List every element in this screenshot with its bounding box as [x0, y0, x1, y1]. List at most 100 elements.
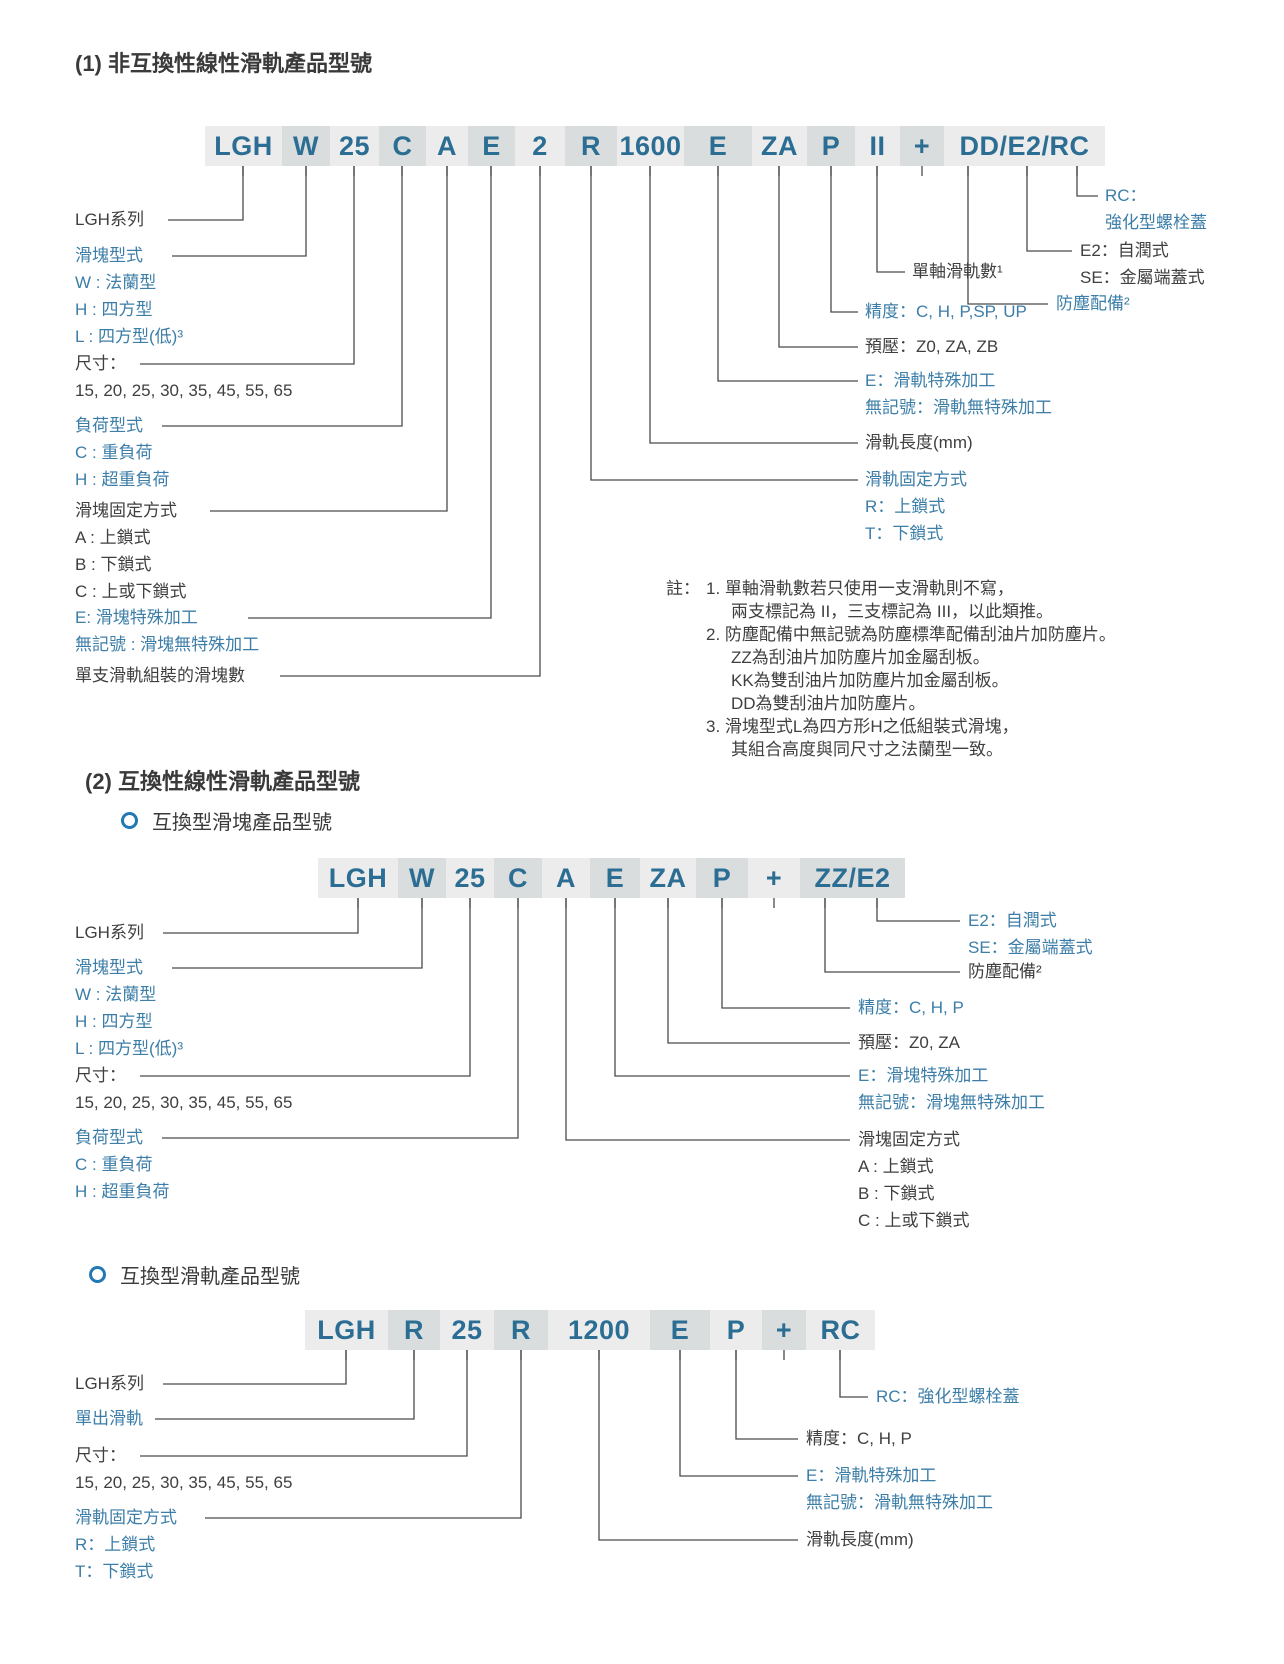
subsection-title-rail-model: 互換型滑軌產品型號	[120, 1266, 300, 1288]
series-label: LGH系列	[75, 1374, 144, 1393]
code-segment: LGH	[305, 1310, 388, 1350]
rc-label: RC：	[1105, 186, 1147, 205]
block-special-option: 無記號：滑塊無特殊加工	[858, 1093, 1045, 1112]
code-segment: W	[282, 126, 330, 166]
precision-label: 精度：C, H, P	[806, 1429, 912, 1448]
subsection-title-block-model: 互換型滑塊產品型號	[152, 812, 332, 834]
load-type-label: 負荷型式	[75, 1128, 143, 1147]
block-type-option: W : 法蘭型	[75, 985, 157, 1004]
code-segment: 1600	[617, 126, 684, 166]
code-segment: W	[398, 858, 446, 898]
circle-bullet-icon	[121, 812, 138, 829]
code-segment: +	[762, 1310, 806, 1350]
block-fixing-option: A : 上鎖式	[75, 528, 151, 547]
section-1-heading: (1) 非互換性線性滑軌產品型號	[75, 51, 373, 76]
note-line: 其組合高度與同尺寸之法蘭型一致。	[731, 740, 1003, 759]
size-options: 15, 20, 25, 30, 35, 45, 55, 65	[75, 1473, 293, 1492]
se-option: SE：金屬端蓋式	[968, 938, 1093, 957]
block-fixing-option: B : 下鎖式	[858, 1184, 935, 1203]
rail-length-label: 滑軌長度(mm)	[865, 433, 973, 452]
code-segment: 25	[440, 1310, 494, 1350]
rail-fixing-label: 滑軌固定方式	[75, 1508, 177, 1527]
series-label: LGH系列	[75, 210, 144, 229]
code-segment: P	[807, 126, 855, 166]
block-special-option: 無記號 : 滑塊無特殊加工	[75, 635, 260, 654]
dust-protection-label: 防塵配備²	[968, 962, 1042, 981]
single-rail-label: 單出滑軌	[75, 1409, 143, 1428]
code-segment: E	[590, 858, 640, 898]
circle-bullet-icon	[89, 1266, 106, 1283]
bar2-ticks	[357, 898, 878, 908]
code-segment: E	[650, 1310, 710, 1350]
block-type-option: L : 四方型(低)³	[75, 327, 183, 346]
code-segment: 25	[446, 858, 494, 898]
e2-option: E2：自潤式	[1080, 241, 1169, 260]
preload-label: 預壓：Z0, ZA	[858, 1033, 961, 1052]
rail-fixing-label: 滑軌固定方式	[865, 470, 967, 489]
note-line: 2. 防塵配備中無記號為防塵標準配備刮油片加防塵片。	[706, 625, 1116, 644]
code-segment: C	[494, 858, 542, 898]
code-segment: DD/E2/RC	[944, 126, 1105, 166]
code-segment: R	[494, 1310, 548, 1350]
code-segment: LGH	[205, 126, 282, 166]
block-type-option: H : 四方型	[75, 300, 153, 319]
size-label: 尺寸：	[75, 354, 126, 373]
size-options: 15, 20, 25, 30, 35, 45, 55, 65	[75, 1093, 293, 1112]
note-line: 1. 單軸滑軌數若只使用一支滑軌則不寫，	[706, 579, 1014, 598]
load-type-option: H : 超重負荷	[75, 1182, 170, 1201]
rail-fixing-option: R：上鎖式	[865, 497, 946, 516]
note-line: ZZ為刮油片加防塵片加金屬刮板。	[731, 648, 990, 667]
rc-label: RC：強化型螺栓蓋	[876, 1387, 1020, 1406]
rail-fixing-option: T：下鎖式	[865, 524, 944, 543]
precision-label: 精度：C, H, P	[858, 998, 964, 1017]
rail-length-label: 滑軌長度(mm)	[806, 1530, 914, 1549]
rail-fixing-option: R：上鎖式	[75, 1535, 156, 1554]
code-segment: R	[565, 126, 617, 166]
code-segment: C	[379, 126, 426, 166]
rail-fixing-option: T：下鎖式	[75, 1562, 154, 1581]
load-type-label: 負荷型式	[75, 416, 143, 435]
code-segment: ZA	[640, 858, 696, 898]
block-count-label: 單支滑軌組裝的滑塊數	[75, 666, 245, 685]
code-segment: P	[710, 1310, 762, 1350]
code-segment: 2	[515, 126, 565, 166]
rail-special-option: 無記號：滑軌無特殊加工	[806, 1493, 993, 1512]
code-segment: ZZ/E2	[800, 858, 905, 898]
code-segment: R	[388, 1310, 440, 1350]
dust-protection-label: 防塵配備²	[1056, 294, 1130, 313]
block-fixing-label: 滑塊固定方式	[75, 501, 177, 520]
code-segment: LGH	[318, 858, 398, 898]
block-fixing-option: C : 上或下鎖式	[858, 1211, 970, 1230]
code-segment: 25	[330, 126, 379, 166]
block-type-option: H : 四方型	[75, 1012, 153, 1031]
bar3-ticks	[345, 1350, 841, 1360]
notes-tag: 註：	[666, 579, 700, 598]
block-fixing-label: 滑塊固定方式	[858, 1130, 960, 1149]
size-label: 尺寸：	[75, 1446, 126, 1465]
block-type-label: 滑塊型式	[75, 958, 143, 977]
rail-special-option: 無記號：滑軌無特殊加工	[865, 398, 1052, 417]
rail-special-label: E：滑軌特殊加工	[806, 1466, 937, 1485]
block-type-option: W : 法蘭型	[75, 273, 157, 292]
note-line: DD為雙刮油片加防塵片。	[731, 694, 926, 713]
code-segment: E	[468, 126, 515, 166]
code-segment: 1200	[548, 1310, 650, 1350]
code-segment: A	[542, 858, 590, 898]
series-label: LGH系列	[75, 923, 144, 942]
block-type-label: 滑塊型式	[75, 246, 143, 265]
load-type-option: C : 重負荷	[75, 1155, 153, 1174]
bar1-ticks	[242, 166, 1078, 176]
note-line: 兩支標記為 II，三支標記為 III，以此類推。	[731, 602, 1054, 621]
block-type-option: L : 四方型(低)³	[75, 1039, 183, 1058]
precision-label: 精度：C, H, P,SP, UP	[865, 302, 1027, 321]
rail-special-label: E：滑軌特殊加工	[865, 371, 996, 390]
code-segment: +	[748, 858, 800, 898]
code-segment: A	[426, 126, 468, 166]
block-special-label: E：滑塊特殊加工	[858, 1066, 989, 1085]
e2-option: E2：自潤式	[968, 911, 1057, 930]
load-type-option: C : 重負荷	[75, 443, 153, 462]
size-label: 尺寸：	[75, 1066, 126, 1085]
code-segment: E	[684, 126, 752, 166]
note-line: 3. 滑塊型式L為四方形H之低組裝式滑塊，	[706, 717, 1019, 736]
